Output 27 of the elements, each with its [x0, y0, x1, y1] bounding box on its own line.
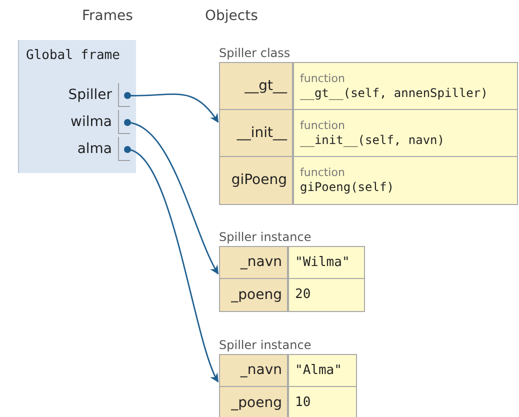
function-signature: __gt__(self, annenSpiller) [300, 84, 489, 100]
variable-name: alma [77, 140, 113, 158]
type-label: function [300, 118, 346, 132]
attribute-value: "Alma" [295, 362, 343, 380]
section-heading: Objects [205, 7, 258, 26]
function-signature: giPoeng(self) [300, 179, 395, 195]
frame-panel [18, 40, 136, 172]
attribute-name: _poeng [231, 394, 282, 412]
attribute-name: _navn [240, 253, 282, 272]
variable-name: wilma [70, 112, 113, 132]
attribute-value: 20 [295, 286, 312, 304]
attribute-name: _poeng [231, 286, 282, 304]
section-heading: Frames [82, 7, 133, 26]
frame-title: Global frame [25, 47, 121, 65]
attribute-value: 10 [295, 394, 312, 412]
attribute-name: __init__ [236, 124, 287, 142]
attribute-name: giPoeng [231, 171, 287, 190]
object-heading: Spiller instance [219, 337, 312, 354]
type-label: function [300, 72, 346, 84]
object-heading: Spiller class [219, 45, 292, 62]
attribute-name: __gt__ [244, 76, 287, 96]
type-label: function [300, 166, 346, 179]
function-signature: __init__(self, navn) [300, 132, 446, 148]
variable-name: Spiller [68, 86, 113, 104]
attribute-value: "Wilma" [295, 254, 351, 272]
object-heading: Spiller instance [219, 229, 312, 246]
attribute-name: _navn [240, 361, 282, 380]
